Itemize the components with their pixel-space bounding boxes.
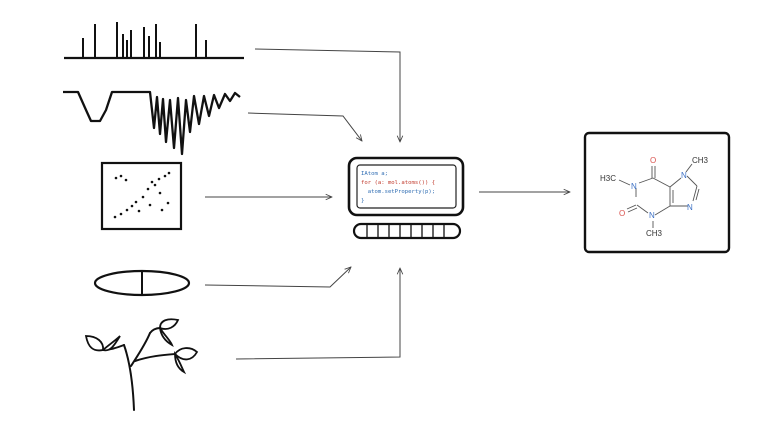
input-arrows [204,48,400,360]
ir-spectrum-icon [63,90,241,156]
scatter-plot-icon [100,161,183,231]
computer-icon: IAtom a; for (a: mol.atoms()) { atom.set… [347,156,465,240]
atom-label: O [619,209,625,218]
computer-keyboard [352,222,462,240]
atom-label: N [687,203,693,212]
caffeine-atom-labels: O O H3C CH3 CH3 N N N N [600,156,709,238]
code-line: for (a: mol.atoms()) { [361,180,435,186]
atom-label: H3C [600,174,616,183]
atom-label: CH3 [646,229,663,238]
caffeine-structure [618,163,700,228]
arrow-from-plant [235,268,400,360]
arrow-from-mass-spectrum [254,48,400,142]
atom-label: N [649,211,655,220]
arrow-from-ir-spectrum [247,112,362,141]
atom-label: CH3 [692,156,709,165]
mass-spectrum-icon [64,22,244,60]
code-line: } [361,198,364,204]
atom-label: O [650,156,656,165]
code-line: IAtom a; [361,171,388,177]
atom-label: N [681,171,687,180]
molecule-output-panel: O O H3C CH3 CH3 N N N N [583,131,731,254]
plant-icon [84,318,199,411]
capsule-icon [93,269,191,297]
atom-label: N [631,182,637,191]
computer-screen [356,164,457,209]
arrow-from-capsule [204,267,351,288]
code-line: atom.setProperty(p); [361,189,435,195]
